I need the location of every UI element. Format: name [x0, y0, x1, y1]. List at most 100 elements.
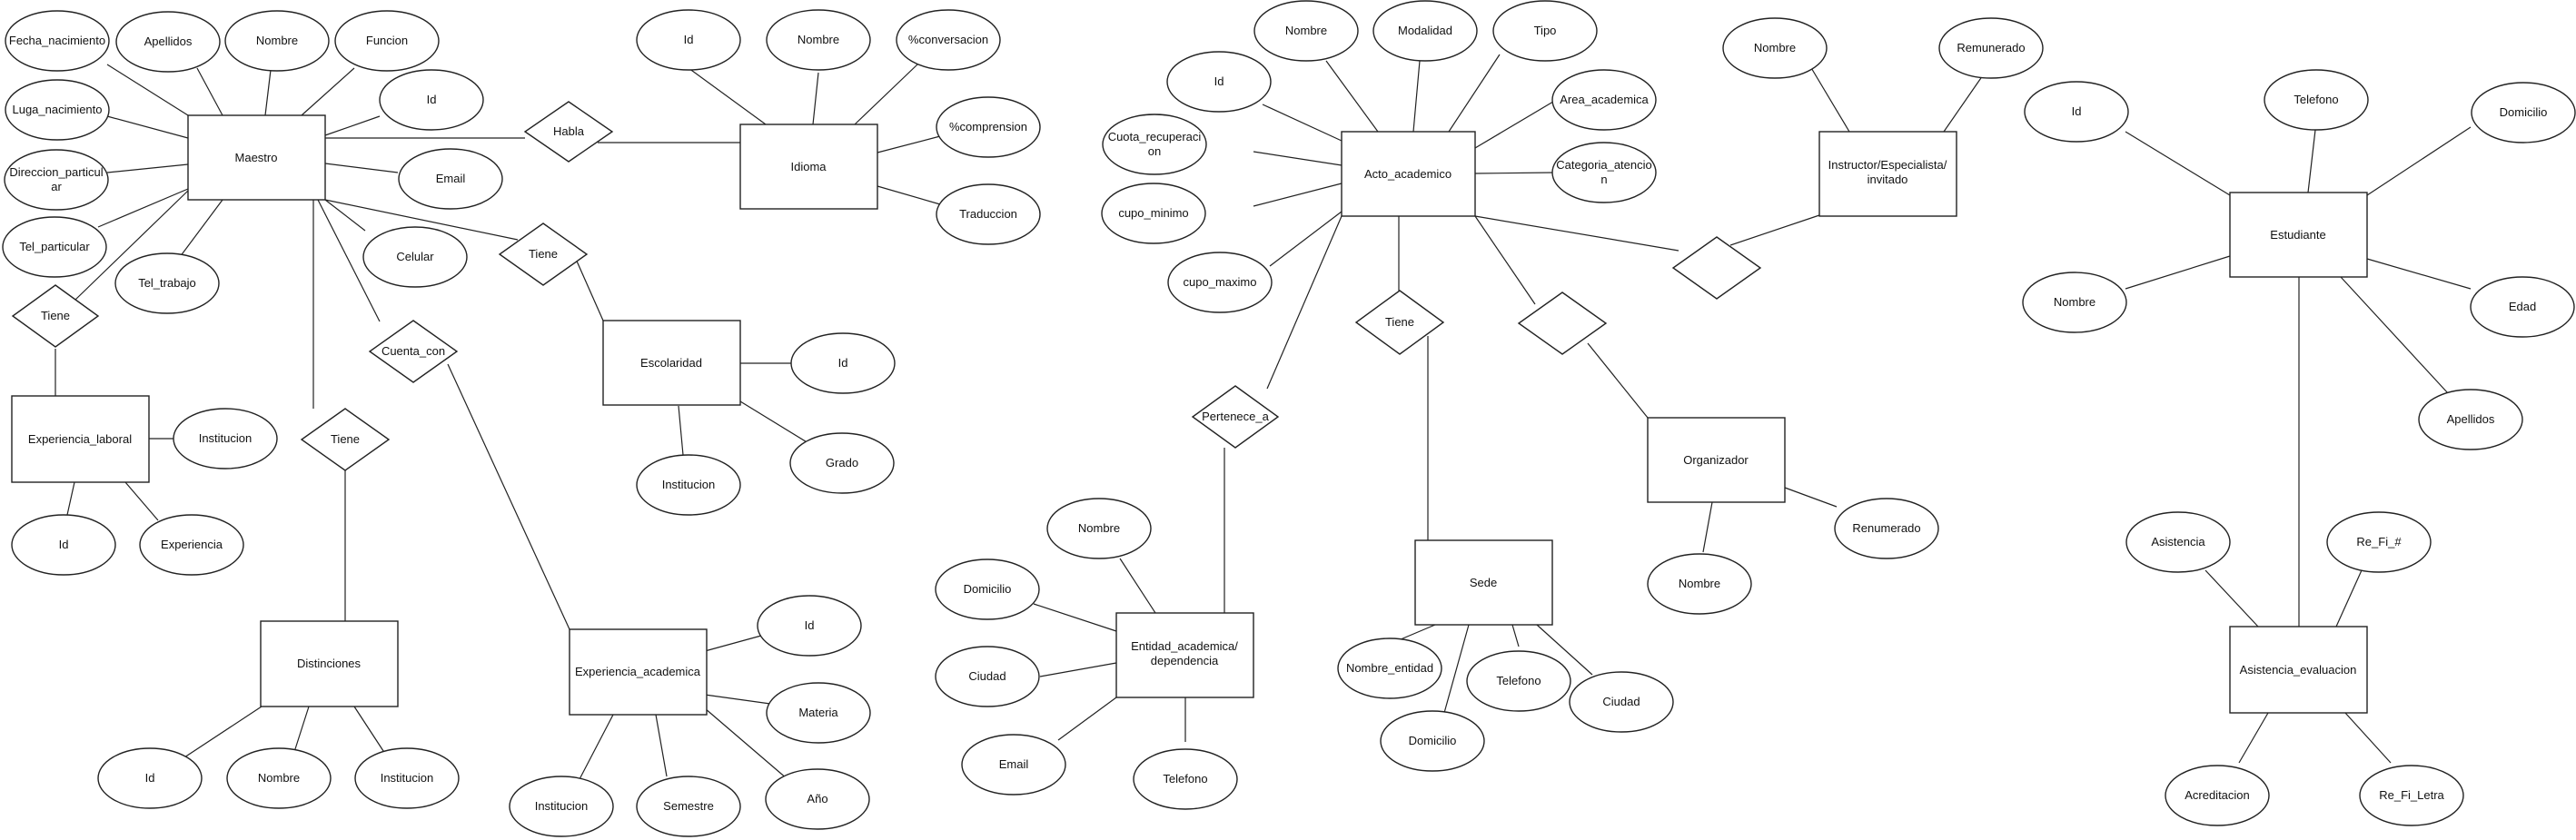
shape-label: Estudiante [2270, 228, 2325, 242]
shape-label: Institucion [199, 431, 253, 445]
shape-label: Domicilio [2500, 105, 2548, 119]
shape-label: Renumerado [1852, 521, 1920, 535]
attr-asistencia-re-fi-num: Re_Fi_# [2326, 511, 2432, 573]
shape-label: Instructor/Especialista/ [1828, 158, 1947, 172]
rel-cuenta-con: Cuenta_con [368, 320, 459, 383]
attr-escolaridad-grado: Grado [789, 432, 895, 494]
entity-instructor: Instructor/Especialista/ invitado [1818, 131, 1957, 217]
shape-label: Luga_nacimiento [12, 103, 102, 116]
attr-experiencia-academica-materia: Materia [766, 682, 871, 744]
attr-entidad-ciudad: Ciudad [935, 646, 1040, 707]
entity-maestro: Maestro [187, 114, 326, 201]
entity-acto-academico: Acto_academico [1341, 131, 1476, 217]
shape-label: Domicilio [1409, 734, 1457, 747]
attr-asistencia-re-fi-letra: Re_Fi_Letra [2359, 765, 2464, 826]
attr-maestro-nombre: Nombre [224, 10, 330, 72]
shape-label: Tiene [529, 247, 558, 261]
shape-label: Institucion [662, 478, 716, 491]
attr-entidad-domicilio: Domicilio [935, 558, 1040, 620]
entity-label: Maestro [235, 151, 278, 164]
attr-experiencia-academica-institucion: Institucion [509, 776, 614, 837]
attr-maestro-tel-trabajo: Tel_trabajo [114, 252, 220, 314]
shape-label: Cuenta_con [381, 344, 445, 358]
attr-experiencia-academica-semestre: Semestre [636, 776, 741, 837]
shape-label: ar [51, 180, 62, 193]
attr-experiencia-laboral-id: Id [11, 514, 116, 576]
rel-tiene-laboral: Tiene [11, 284, 100, 348]
shape-label: Apellidos [2447, 412, 2495, 426]
attr-distinciones-institucion: Institucion [354, 747, 460, 809]
attr-idioma-comprension: %comprension [936, 96, 1041, 158]
shape-label: Institucion [381, 771, 434, 785]
shape-label: cupo_minimo [1118, 206, 1188, 220]
attr-maestro-direccion-particular: Direccion_particul ar [4, 149, 109, 211]
shape-label: Id [684, 33, 694, 46]
shape-label: Tiene [1385, 315, 1414, 329]
shape-label: Distinciones [297, 657, 362, 670]
attr-estudiante-apellidos: Apellidos [2418, 389, 2523, 450]
attr-maestro-luga-nacimiento: Luga_nacimiento [5, 79, 110, 141]
attr-maestro-funcion: Funcion [334, 10, 440, 72]
rel-pertenece-a: Pertenece_a [1191, 385, 1280, 449]
attr-experiencia-laboral-institucion: Institucion [173, 408, 278, 469]
attr-sede-ciudad: Ciudad [1569, 671, 1674, 733]
entity-sede: Sede [1414, 539, 1553, 626]
attr-entidad-nombre: Nombre [1046, 498, 1152, 559]
shape-label: Nombre [798, 33, 839, 46]
shape-label: Tel_particular [19, 240, 90, 253]
shape-label: Categoria_atencio [1556, 158, 1652, 172]
attr-acto-cuota-recuperacion: Cuota_recuperaci on [1102, 114, 1207, 175]
attr-instructor-remunerado: Remunerado [1938, 17, 2044, 79]
shape-label: Ciudad [968, 669, 1006, 683]
shape-label: Nombre [256, 34, 298, 47]
shape-label: Edad [2509, 300, 2536, 313]
shape-label: Remunerado [1957, 41, 2025, 54]
attr-escolaridad-id: Id [790, 332, 896, 394]
shape-label: Funcion [366, 34, 408, 47]
shape-label: Asistencia_evaluacion [2240, 663, 2357, 677]
rel-instructor [1671, 236, 1762, 300]
attr-idioma-nombre: Nombre [766, 9, 871, 71]
attr-distinciones-nombre: Nombre [226, 747, 332, 809]
entity-experiencia-laboral: Experiencia_laboral [11, 395, 150, 483]
entity-distinciones: Distinciones [260, 620, 399, 707]
attr-maestro-tel-particular: Tel_particular [2, 216, 107, 278]
entity-estudiante: Estudiante [2229, 192, 2368, 278]
shape-label: Id [2072, 104, 2082, 118]
entity-asistencia-evaluacion: Asistencia_evaluacion [2229, 626, 2368, 714]
shape-label: %conversacion [908, 33, 988, 46]
attr-acto-cupo-minimo: cupo_minimo [1101, 183, 1206, 244]
attr-instructor-nombre: Nombre [1722, 17, 1828, 79]
attr-experiencia-academica-id: Id [757, 595, 862, 657]
shape-label: Id [805, 618, 815, 632]
attr-sede-nombre-entidad: Nombre_entidad [1337, 637, 1442, 699]
attr-sede-telefono: Telefono [1466, 650, 1571, 712]
shape-label: Apellidos [144, 35, 193, 48]
shape-label: Experiencia_laboral [28, 432, 132, 446]
rel-organizador [1517, 292, 1608, 355]
entity-escolaridad: Escolaridad [602, 320, 741, 406]
attr-idioma-traduccion: Traduccion [936, 183, 1041, 245]
attr-maestro-apellidos: Apellidos [115, 11, 221, 73]
shape-label: Asistencia [2151, 535, 2205, 548]
attr-estudiante-edad: Edad [2470, 276, 2575, 338]
shape-label: Area_academica [1560, 93, 1649, 106]
shape-label: Traduccion [959, 207, 1017, 221]
attr-experiencia-academica-anio: Año [765, 768, 870, 830]
shape-label: Id [427, 93, 437, 106]
attr-maestro-celular: Celular [362, 226, 468, 288]
shape-label: Organizador [1683, 453, 1749, 467]
attr-acto-modalidad: Modalidad [1372, 0, 1478, 62]
shape-label: Id [59, 538, 69, 551]
attr-organizador-nombre: Nombre [1647, 553, 1752, 615]
attr-estudiante-domicilio: Domicilio [2471, 82, 2576, 143]
shape-label: Telefono [1163, 772, 1207, 786]
shape-label: Tiene [41, 309, 70, 322]
attr-organizador-remunerado: Renumerado [1834, 498, 1939, 559]
entity-entidad-academica: Entidad_academica/ dependencia [1115, 612, 1254, 698]
shape-label: Institucion [535, 799, 589, 813]
shape-label: Nombre [1754, 41, 1796, 54]
shape-label: Tipo [1534, 24, 1557, 37]
rel-tiene-escolaridad: Tiene [498, 222, 589, 286]
shape-label: Nombre [2054, 295, 2095, 309]
